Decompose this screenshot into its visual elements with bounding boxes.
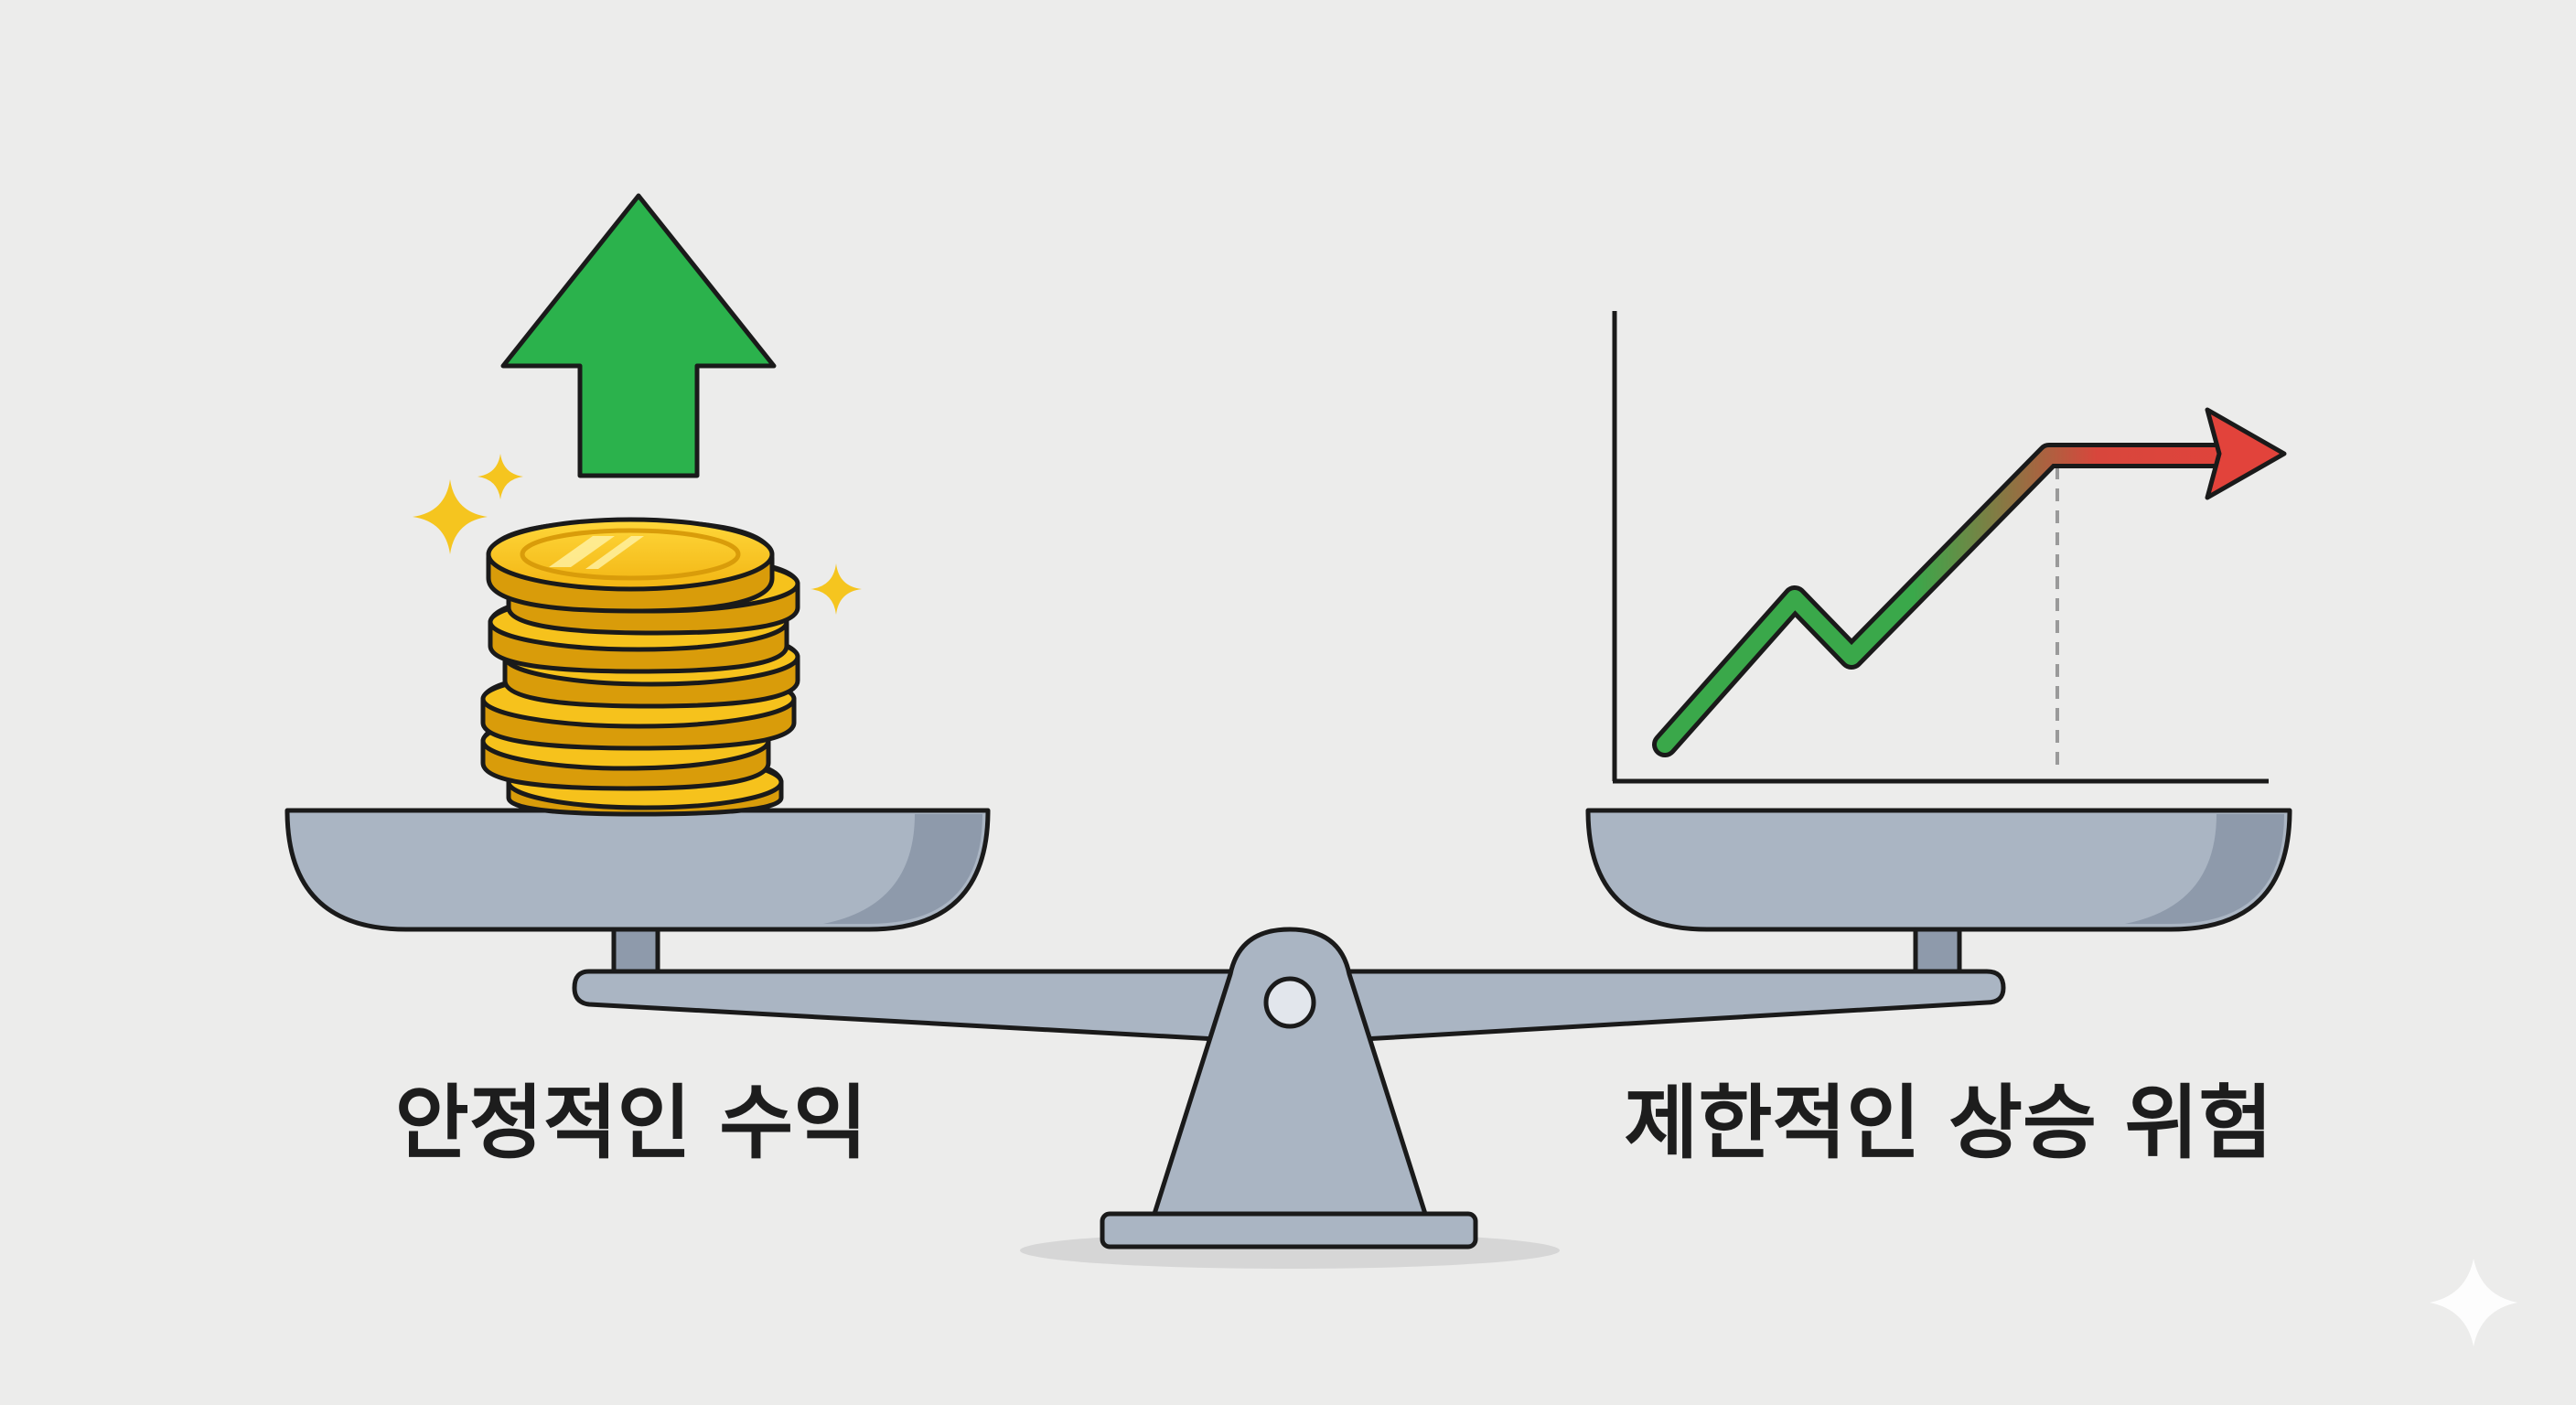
trend-line bbox=[1657, 447, 2240, 753]
sparkle-icon bbox=[413, 454, 862, 615]
left-pan-support bbox=[611, 927, 660, 974]
scale-pillar bbox=[1152, 927, 1428, 1217]
scale-base bbox=[1100, 1211, 1478, 1249]
limited-upside-label: 제한적인 상승 위험 bbox=[1624, 1076, 2273, 1170]
gold-coin-stack-icon bbox=[480, 517, 800, 817]
capped-growth-chart-icon bbox=[1612, 311, 2287, 784]
left-pan bbox=[284, 808, 991, 932]
scale-pivot bbox=[1263, 976, 1316, 1029]
right-pan bbox=[1585, 808, 2292, 932]
balance-scale-icon bbox=[284, 808, 2292, 1249]
stable-return-label: 안정적인 수익 bbox=[394, 1076, 868, 1170]
green-up-arrow-icon bbox=[500, 193, 777, 478]
right-pan-support bbox=[1913, 927, 1962, 974]
four-point-star-icon bbox=[2430, 1259, 2517, 1346]
trend-arrow-head bbox=[2205, 407, 2287, 500]
